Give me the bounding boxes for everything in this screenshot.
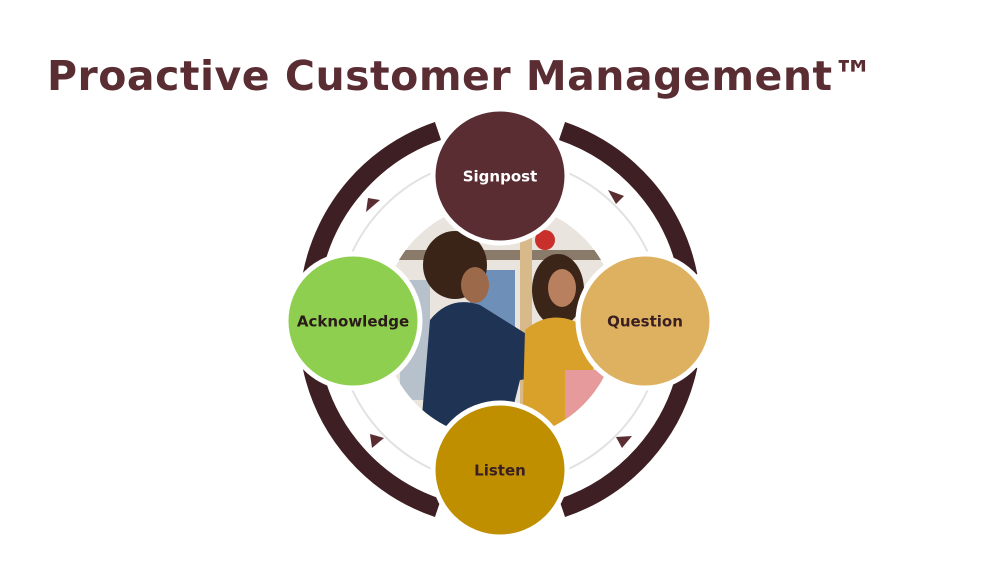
arrow-icon: [616, 436, 632, 448]
outer-ring: [302, 122, 698, 518]
step-label: Signpost: [463, 168, 538, 186]
slide-title: Proactive Customer Management™: [47, 52, 875, 100]
step-listen: Listen: [430, 400, 570, 540]
ring-arc-acknowledge-signpost: [302, 122, 442, 278]
step-label: Listen: [474, 462, 526, 480]
step-label: Question: [607, 313, 683, 331]
ring-arc-signpost-question: [558, 122, 698, 278]
arrow-icon: [608, 190, 624, 204]
step-question: Question: [575, 251, 715, 391]
step-signpost: Signpost: [430, 106, 570, 246]
step-acknowledge: Acknowledge: [283, 251, 423, 391]
ring-arc-question-listen: [558, 363, 698, 518]
ring-arc-listen-acknowledge: [302, 363, 442, 518]
step-label: Acknowledge: [297, 313, 409, 331]
arrow-icon: [370, 434, 384, 448]
arrow-icon: [366, 198, 380, 212]
